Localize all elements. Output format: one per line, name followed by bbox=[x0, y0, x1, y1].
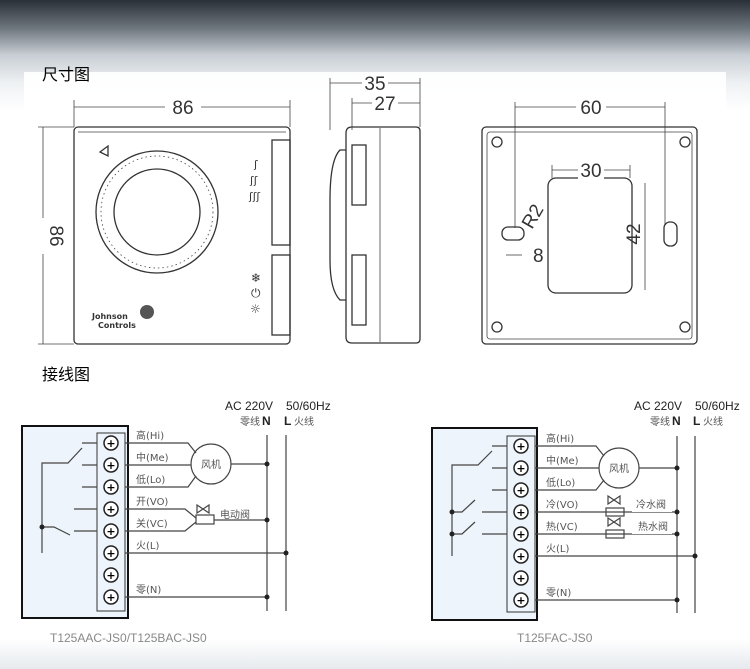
terminal-label: 低(Lo) bbox=[546, 476, 575, 489]
terminal-plus-icon: + bbox=[516, 528, 525, 541]
terminal-screw-icon bbox=[103, 567, 119, 583]
terminal-label: 低(Lo) bbox=[136, 473, 165, 486]
terminal-screw-icon bbox=[513, 438, 529, 454]
wiring-diagram-right: AC 220V 50/60Hz 零线 N L 火线 + 高(Hi) + 中(Me) + 低… bbox=[431, 399, 740, 645]
terminal-label: 中(Me) bbox=[546, 454, 579, 467]
terminal-screw-icon bbox=[103, 501, 119, 517]
terminal-screw-icon bbox=[103, 457, 119, 473]
opening-height-label: 42 bbox=[624, 223, 645, 244]
slot-label: 8 bbox=[533, 246, 544, 267]
terminal-plus-icon: + bbox=[516, 484, 525, 497]
neutral-label: 零线 bbox=[240, 415, 260, 428]
footer-band bbox=[0, 639, 750, 669]
valve-icon bbox=[196, 503, 210, 515]
model-label: T125AAC-JS0/T125BAC-JS0 bbox=[50, 631, 207, 645]
live-letter: L bbox=[693, 414, 700, 428]
terminal-screw-icon bbox=[513, 482, 529, 498]
model-label: T125FAC-JS0 bbox=[517, 631, 593, 645]
terminal-label: 零(N) bbox=[136, 584, 161, 596]
terminal-plus-icon: + bbox=[106, 481, 115, 494]
terminal-plus-icon: + bbox=[106, 459, 115, 472]
terminal-label: 火(L) bbox=[136, 540, 159, 552]
terminal-label: 开(VO) bbox=[136, 497, 168, 508]
side-depth-body-label: 27 bbox=[374, 94, 395, 115]
hole-spacing-label: 60 bbox=[580, 98, 601, 119]
terminal-plus-icon: + bbox=[516, 462, 525, 475]
side-view: 35 27 bbox=[329, 73, 421, 344]
terminal-plus-icon: + bbox=[106, 525, 115, 538]
sun-icon: ☼ bbox=[250, 302, 261, 316]
terminal-screw-icon bbox=[513, 592, 529, 608]
terminal-label: 热(VC) bbox=[546, 520, 578, 533]
terminal-label: 中(Me) bbox=[136, 451, 169, 464]
fan-label: 风机 bbox=[201, 458, 221, 471]
dimensions-title: 尺寸图 bbox=[42, 65, 90, 84]
terminal-screw-icon bbox=[103, 589, 119, 605]
terminal-plus-icon: + bbox=[106, 503, 115, 516]
voltage-label: AC 220V bbox=[634, 399, 682, 413]
terminal-plus-icon: + bbox=[106, 547, 115, 560]
fan-high-icon: ʃʃʃ bbox=[248, 190, 260, 203]
terminal-screw-icon bbox=[513, 504, 529, 520]
terminal-label: 冷(VO) bbox=[546, 498, 578, 511]
neutral-letter: N bbox=[672, 414, 681, 428]
terminal-screw-icon bbox=[513, 548, 529, 564]
dimension-panel bbox=[24, 72, 726, 362]
terminal-screw-icon bbox=[513, 526, 529, 542]
terminal-plus-icon: + bbox=[516, 440, 525, 453]
terminal-screw-icon bbox=[513, 460, 529, 476]
fan-label: 风机 bbox=[609, 462, 629, 475]
pointer-triangle-icon bbox=[98, 144, 109, 158]
terminal-plus-icon: + bbox=[106, 591, 115, 604]
terminal-label: 关(VC) bbox=[136, 517, 168, 530]
power-icon: ⏻ bbox=[251, 286, 261, 300]
terminal-label: 火(L) bbox=[546, 543, 569, 555]
fan-med-icon: ʃʃ bbox=[249, 174, 258, 187]
brand-line2: Controls bbox=[98, 321, 136, 330]
frequency-label: 50/60Hz bbox=[695, 399, 740, 413]
hot-valve-label: 热水阀 bbox=[638, 520, 668, 533]
voltage-label: AC 220V bbox=[225, 399, 273, 413]
terminal-label: 高(Hi) bbox=[546, 432, 574, 445]
terminal-screw-icon bbox=[103, 545, 119, 561]
side-depth-total-label: 35 bbox=[364, 74, 385, 95]
cold-valve-icon bbox=[607, 494, 621, 506]
front-height-label: 86 bbox=[45, 225, 66, 246]
live-letter: L bbox=[284, 414, 291, 428]
terminal-label: 零(N) bbox=[546, 587, 571, 599]
hot-valve-icon bbox=[607, 516, 621, 528]
live-label: 火线 bbox=[294, 415, 314, 428]
front-view: 86 86 ʃ ʃʃ ʃʃʃ ❄ ⏻ ☼ Johnson Controls bbox=[32, 96, 291, 345]
terminal-screw-icon bbox=[103, 479, 119, 495]
terminal-plus-icon: + bbox=[516, 506, 525, 519]
wiring-diagram-left: AC 220V 50/60Hz 零线 N L 火线 + 高(Hi) + 中(Me) + 低… bbox=[21, 399, 331, 645]
brand-line1: Johnson bbox=[91, 312, 128, 321]
terminal-plus-icon: + bbox=[106, 569, 115, 582]
terminal-plus-icon: + bbox=[516, 572, 525, 585]
neutral-letter: N bbox=[262, 414, 271, 428]
frequency-label: 50/60Hz bbox=[286, 399, 331, 413]
wiring-title: 接线图 bbox=[42, 365, 90, 384]
brand-logo-icon bbox=[140, 305, 154, 319]
terminal-plus-icon: + bbox=[106, 437, 115, 450]
terminal-screw-icon bbox=[103, 523, 119, 539]
valve-label: 电动阀 bbox=[220, 508, 250, 521]
terminal-plus-icon: + bbox=[516, 594, 525, 607]
live-label: 火线 bbox=[703, 415, 723, 428]
terminal-plus-icon: + bbox=[516, 550, 525, 563]
opening-width-label: 30 bbox=[580, 161, 601, 182]
terminal-screw-icon bbox=[513, 570, 529, 586]
front-width-label: 86 bbox=[172, 98, 193, 119]
fan-low-icon: ʃ bbox=[253, 158, 258, 171]
snowflake-icon: ❄ bbox=[251, 271, 261, 285]
terminal-label: 高(Hi) bbox=[136, 429, 164, 442]
terminal-screw-icon bbox=[103, 435, 119, 451]
cold-valve-label: 冷水阀 bbox=[636, 498, 666, 511]
neutral-label: 零线 bbox=[650, 415, 670, 428]
